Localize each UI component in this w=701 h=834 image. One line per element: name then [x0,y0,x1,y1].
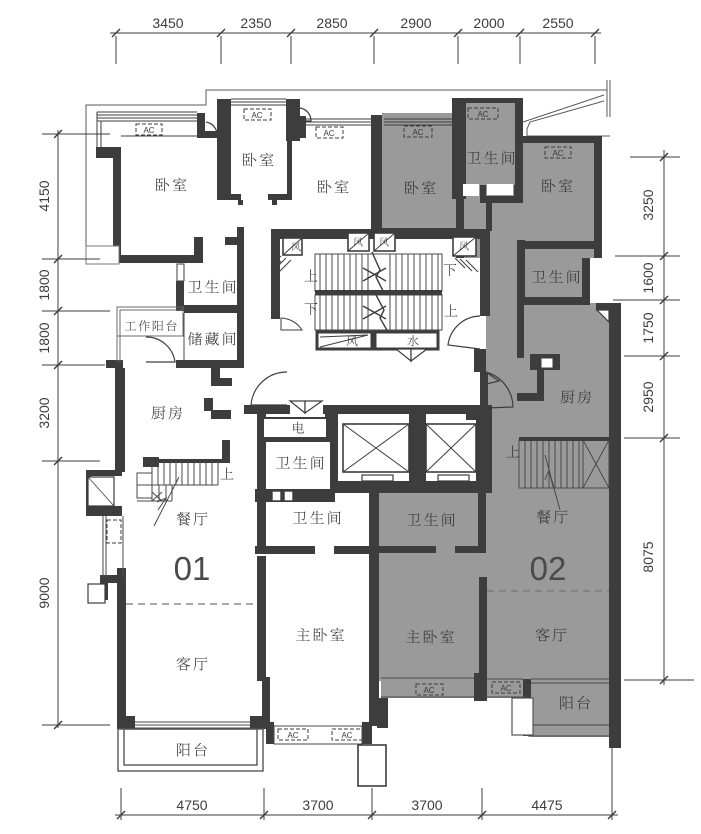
svg-text:2850: 2850 [316,15,347,31]
svg-text:2550: 2550 [542,15,573,31]
svg-text:4475: 4475 [531,797,562,813]
svg-text:AC: AC [500,684,511,693]
svg-text:AC: AC [251,111,262,120]
svg-text:1600: 1600 [640,262,656,293]
svg-text:1800: 1800 [36,322,52,353]
svg-text:AC: AC [143,126,154,135]
svg-text:1800: 1800 [36,269,52,300]
svg-text:AC: AC [323,129,334,138]
svg-text:1750: 1750 [640,312,656,343]
svg-text:AC: AC [552,149,563,158]
svg-text:2950: 2950 [640,381,656,412]
svg-text:2000: 2000 [473,15,504,31]
svg-text:8075: 8075 [640,541,656,572]
svg-text:4750: 4750 [176,797,207,813]
svg-text:02: 02 [530,550,567,587]
svg-text:4150: 4150 [36,180,52,211]
svg-text:AC: AC [412,128,423,137]
svg-text:01: 01 [174,550,211,587]
svg-text:AC: AC [341,731,352,740]
svg-text:3700: 3700 [302,797,333,813]
svg-text:2900: 2900 [400,15,431,31]
svg-text:3450: 3450 [152,15,183,31]
svg-text:3250: 3250 [640,189,656,220]
svg-text:AC: AC [423,686,434,695]
svg-text:3200: 3200 [36,397,52,428]
svg-text:2350: 2350 [240,15,271,31]
svg-text:9000: 9000 [36,577,52,608]
svg-text:AC: AC [287,731,298,740]
svg-text:3700: 3700 [411,797,442,813]
svg-text:AC: AC [477,110,488,119]
